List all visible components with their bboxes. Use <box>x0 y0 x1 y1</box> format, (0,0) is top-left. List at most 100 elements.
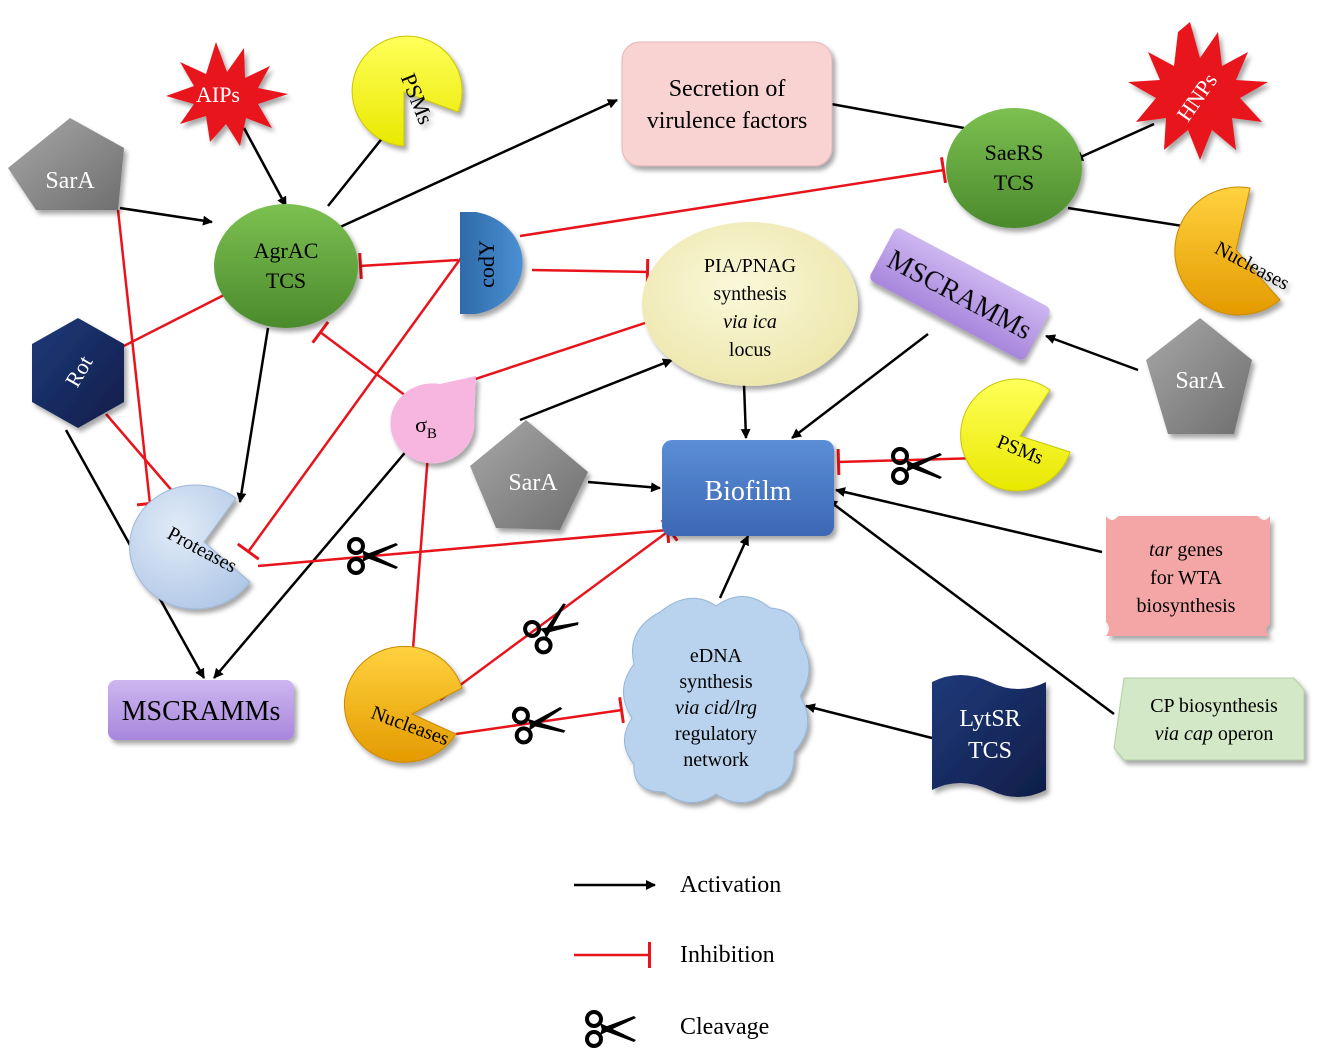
edge-pia-to-biofilm <box>740 383 751 439</box>
biofilm-label: Biofilm <box>704 476 791 507</box>
cp-label-italic: via cap <box>1155 723 1213 745</box>
edge-agrac-to-proteases <box>236 327 270 503</box>
edna-label-line5: network <box>683 749 749 771</box>
activation-edges <box>64 98 1209 890</box>
edge-cp-to-biofilm <box>827 498 1115 716</box>
scissors-icon <box>347 537 398 575</box>
sara-top-node: SarA <box>8 118 124 210</box>
sara-right-label: SarA <box>1175 368 1225 394</box>
edna-label-line1: eDNA <box>690 645 743 667</box>
sara-right-node: SarA <box>1146 318 1252 434</box>
pia-label-line3: via ica <box>723 311 777 333</box>
scissors-icon <box>511 706 566 745</box>
sigma-b-subscript: B <box>427 426 437 442</box>
edge-agrac-inhibits-rot <box>105 292 227 365</box>
sigma-b-node: σB <box>390 376 476 464</box>
secretion-node: Secretion of virulence factors <box>621 41 833 167</box>
aips-node: AIPs <box>166 42 288 146</box>
cp-label-line2: via cap operon <box>1155 723 1274 745</box>
legend-cleavage-label: Cleavage <box>680 1014 769 1040</box>
scissors-icon <box>891 447 942 485</box>
edge-cody-inhibits-pia <box>531 258 650 286</box>
legend-scissors-icon <box>585 1010 636 1048</box>
pia-pnag-node: PIA/PNAG synthesis via ica locus <box>642 222 858 386</box>
lytsr-label-line1: LytSR <box>959 706 1020 732</box>
tar-label-line1: tar genes <box>1149 539 1223 561</box>
psms-top-node: PSMs <box>351 35 463 147</box>
edna-cloud-node: eDNA synthesis via cid/lrg regulatory ne… <box>623 596 810 803</box>
edge-sigmab-inhibits-agrac <box>311 320 407 398</box>
edge-sara-to-agrac <box>119 206 213 226</box>
cody-node: codY <box>460 212 523 314</box>
lytsr-tcs-node: LytSR TCS <box>932 675 1046 797</box>
edge-proteases-inhibit-biofilm <box>257 516 671 568</box>
saers-label-line1: SaeRS <box>985 140 1044 165</box>
edge-cody-inhibits-proteases <box>236 239 476 561</box>
edge-saers-to-secretion <box>819 98 965 130</box>
tar-label-rest: genes <box>1172 539 1223 561</box>
secretion-label-line1: Secretion of <box>669 76 786 102</box>
edna-label-line4: regulatory <box>675 723 757 745</box>
edge-sara-to-pia <box>519 358 673 422</box>
pia-label-line1: PIA/PNAG <box>704 255 796 277</box>
edge-psms-inhibit-biofilm <box>836 448 981 476</box>
tar-label-line3: biosynthesis <box>1137 595 1236 617</box>
pia-label-line2: synthesis <box>713 283 787 305</box>
cp-biosynthesis-node: CP biosynthesis via cap operon <box>1113 677 1305 761</box>
cp-label-rest: operon <box>1213 723 1274 745</box>
edge-nucleases-inhibit-biofilm <box>439 518 679 702</box>
edge-lytsr-to-edna <box>805 703 933 740</box>
edge-saers-inhibits-cody <box>519 157 947 238</box>
legend-inhibition-label: Inhibition <box>680 942 775 968</box>
biofilm-node: Biofilm <box>662 440 834 536</box>
mscramms-right-node: MSCRAMMs <box>870 228 1050 360</box>
pia-label-line4: locus <box>729 339 771 361</box>
sigma-b-label: σB <box>415 412 437 442</box>
psms-right-node: PSMs <box>960 378 1071 492</box>
edge-sara-inhibits-proteases <box>116 209 164 507</box>
lytsr-label-line2: TCS <box>968 738 1012 764</box>
cody-label: codY <box>474 240 499 288</box>
tar-label-line2: for WTA <box>1150 567 1222 589</box>
sara-mid-node: SarA <box>470 420 588 530</box>
saers-label-line2: TCS <box>994 170 1034 195</box>
agrac-label-line1: AgrAC <box>254 238 319 263</box>
sara-top-label: SarA <box>45 168 95 194</box>
cp-label-line1: CP biosynthesis <box>1150 695 1278 717</box>
aips-label: AIPs <box>196 82 240 107</box>
secretion-label-line2: virulence factors <box>647 108 808 134</box>
edna-label-line2: synthesis <box>679 671 753 693</box>
saers-tcs-node: SaeRS TCS <box>946 108 1082 228</box>
edge-sara-mid-to-biofilm <box>587 480 661 493</box>
mscramms-left-label: MSCRAMMs <box>122 696 281 727</box>
edge-rot-inhibits-proteases <box>105 413 191 510</box>
proteases-node: Proteases <box>129 484 251 610</box>
edge-cody-inhibits-agrac <box>358 252 459 280</box>
inhibition-edges <box>105 157 981 968</box>
rot-node: Rot <box>32 318 124 428</box>
scissors-icon <box>523 603 579 655</box>
mscramms-left-node: MSCRAMMs <box>108 680 294 740</box>
nucleases-bottom-node: Nucleases <box>343 645 463 763</box>
tar-label-italic: tar <box>1149 539 1173 561</box>
legend: Activation Inhibition Cleavage <box>680 872 781 1040</box>
edge-hnps-to-saers <box>1073 122 1155 162</box>
nucleases-top-node: Nucleases <box>1174 186 1293 316</box>
agrac-tcs-node: AgrAC TCS <box>214 204 358 328</box>
sara-mid-label: SarA <box>508 470 558 496</box>
edge-sara-right-to-mscramms <box>1045 334 1139 372</box>
edge-edna-to-biofilm <box>718 535 750 599</box>
edge-sigmab-inhibits-nucleases <box>398 453 430 664</box>
edge-tar-to-biofilm <box>835 487 1103 554</box>
edge-mscramms-to-biofilm <box>791 333 929 439</box>
hnps-node: HNPs <box>1128 22 1268 160</box>
tar-genes-node: tar genes for WTA biosynthesis <box>1106 516 1270 636</box>
edna-label-line3: via cid/lrg <box>675 697 757 719</box>
edge-agrac-to-secretion <box>337 98 618 230</box>
legend-activation-label: Activation <box>680 872 781 898</box>
agrac-label-line2: TCS <box>266 268 306 293</box>
sigma-b-symbol: σ <box>415 412 427 437</box>
edge-aips-to-agrac <box>242 127 288 207</box>
